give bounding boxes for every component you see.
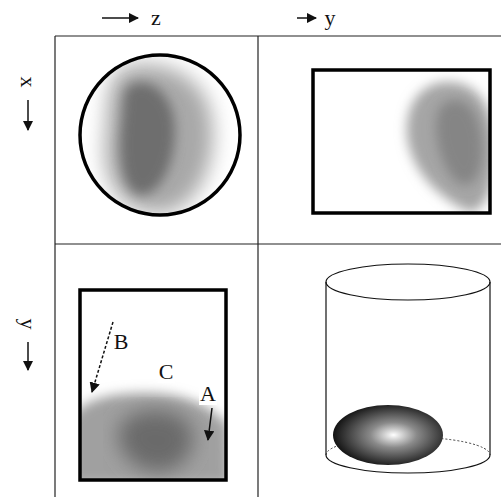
density-blob xyxy=(80,393,226,480)
rect-section xyxy=(80,290,226,480)
axis-arrows xyxy=(28,18,316,370)
rect-section xyxy=(313,70,490,213)
axis-label: x xyxy=(17,77,39,88)
density-blob xyxy=(104,64,213,213)
leader-arrow xyxy=(208,408,212,440)
circle-section xyxy=(80,55,240,215)
region-label: B xyxy=(113,331,130,353)
axis-label: y xyxy=(17,319,39,330)
region-label: C xyxy=(158,361,175,383)
density-blob xyxy=(407,82,490,212)
region-label: A xyxy=(199,383,217,405)
ellipsoid xyxy=(333,405,443,465)
leader-arrow xyxy=(92,322,113,392)
grid-lines xyxy=(55,36,501,497)
axis-label: y xyxy=(325,7,336,29)
cylinder xyxy=(326,264,490,473)
axis-label: z xyxy=(151,7,161,29)
